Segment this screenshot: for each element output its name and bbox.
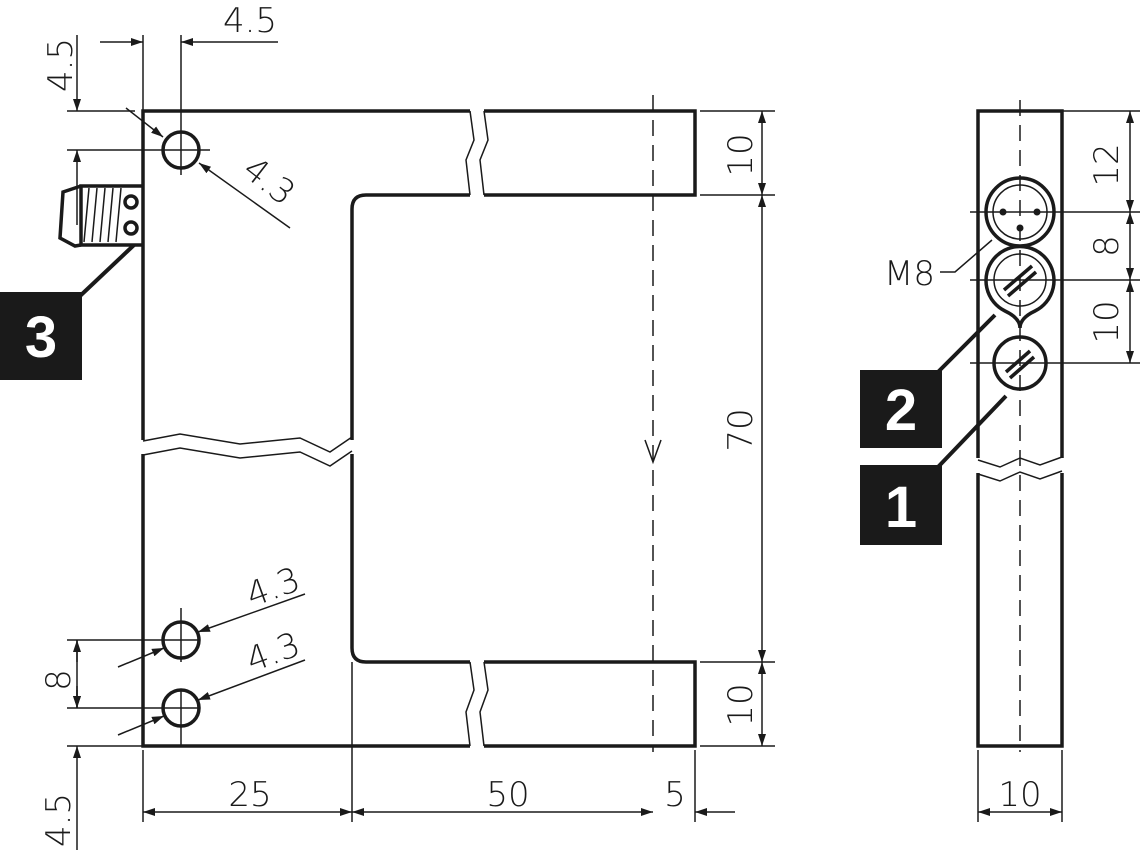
callout-1-leader [936, 394, 1008, 469]
dim-label-arm-bottom: 10 [721, 683, 761, 726]
dim-bottom-widths: 25 50 5 [142, 662, 735, 822]
dim-label-top-to-connector: 12 [1087, 143, 1127, 186]
m8-label: M8 [884, 254, 935, 294]
dim-side-heights: 12 8 10 [1087, 111, 1134, 363]
dim-right-heights: 10 70 10 [700, 110, 775, 747]
dim-label-slot-height: 70 [721, 408, 761, 451]
dim-side-width: 10 [977, 750, 1063, 822]
callout-3-box [0, 292, 82, 380]
dim-label: 4.3 [241, 560, 305, 616]
side-view: M8 12 8 10 10 2 1 [860, 100, 1140, 822]
callout-1-label: 1 [885, 475, 917, 540]
fork-body-outline [141, 109, 697, 748]
dim-label: 4.3 [235, 149, 302, 214]
callout-2-label: 2 [885, 378, 917, 443]
connector-fitting-icon [58, 184, 143, 248]
dim-label: 10 [998, 775, 1041, 815]
dim-label-arm-top: 10 [721, 133, 761, 176]
callout-3-leader [78, 243, 136, 298]
dim-label-slot-width: 50 [486, 775, 529, 815]
dim-label: 4.5 [39, 793, 79, 847]
dim-label-connector-to-led: 8 [1087, 235, 1127, 257]
dim-label: 4.5 [223, 1, 277, 41]
dim-label-tip-width: 5 [664, 775, 686, 815]
dim-label: 8 [39, 669, 79, 691]
dim-hole-offset-y-top: 4.5 [41, 35, 135, 225]
dim-hole-spacing: 8 [39, 640, 81, 708]
dim-label-body-width: 25 [228, 775, 271, 815]
beam-direction-arrow [644, 439, 662, 465]
dim-hole-diameter-top: 4.3 [125, 107, 302, 229]
callout-2-box [860, 370, 942, 448]
callout-2-leader [936, 313, 997, 374]
dim-hole-offset-x: 4.5 [100, 1, 278, 111]
callout-3-label: 3 [25, 305, 57, 370]
dim-label-led-to-button: 10 [1087, 300, 1127, 343]
mounting-hole-lower-1 [67, 608, 201, 662]
front-view: 3 4.5 4.5 4.3 4.3 4. [0, 1, 775, 850]
break-bottom-arm [465, 657, 489, 752]
break-body [138, 433, 358, 467]
dim-label: 4.5 [41, 38, 81, 92]
mounting-hole-top [67, 35, 210, 175]
callout-1-box [860, 465, 942, 545]
dim-label: 4.3 [241, 625, 305, 681]
m8-leader [940, 239, 993, 273]
dim-hole-offset-y-bottom: 4.5 [39, 690, 143, 850]
dim-hole-diameter-lower-2: 4.3 [117, 625, 305, 736]
break-top-arm [465, 105, 489, 200]
mounting-hole-lower-2 [67, 688, 201, 745]
